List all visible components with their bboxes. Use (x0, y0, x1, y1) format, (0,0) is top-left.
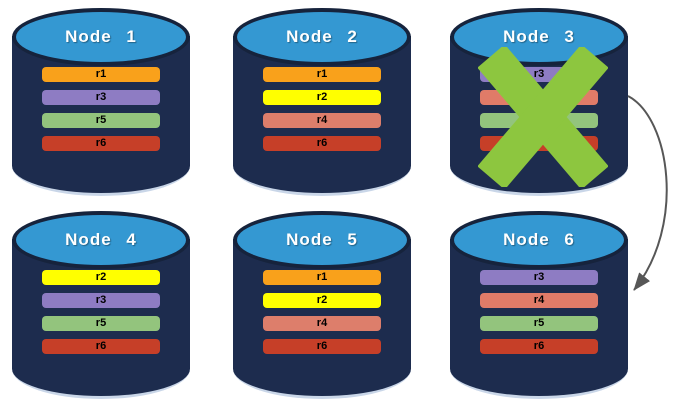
cylinder-top: Node 3 (450, 8, 628, 66)
replica-bar-list: r1 r2 r4 r6 (263, 270, 381, 354)
node-title: Node 4 (65, 230, 137, 249)
replica-bar: r5 (480, 316, 598, 331)
replica-bar: r5 (42, 113, 160, 128)
database-node-2: r1 r2 r4 r6 Node 2 (233, 8, 411, 196)
replica-bar (480, 136, 598, 151)
database-node-1: r1 r3 r5 r6 Node 1 (12, 8, 190, 196)
replica-bar-list: r1 r3 r5 r6 (42, 67, 160, 151)
database-node-3: r3 Node 3 (450, 8, 628, 196)
cylinder-top: Node 5 (233, 211, 411, 269)
database-node-6: r3 r4 r5 r6 Node 6 (450, 211, 628, 399)
cylinder-top: Node 1 (12, 8, 190, 66)
replica-bar: r1 (263, 270, 381, 285)
replica-bar: r2 (263, 90, 381, 105)
replica-bar: r6 (263, 339, 381, 354)
replica-bar: r2 (263, 293, 381, 308)
replica-bar-list: r3 (480, 67, 598, 151)
replica-bar-list: r3 r4 r5 r6 (480, 270, 598, 354)
database-node-5: r1 r2 r4 r6 Node 5 (233, 211, 411, 399)
node-title: Node 5 (286, 230, 358, 249)
arrow-curve (627, 95, 668, 291)
node-title: Node 1 (65, 27, 137, 46)
replica-bar (480, 90, 598, 105)
cylinder-top: Node 2 (233, 8, 411, 66)
node-title: Node 2 (286, 27, 358, 46)
node-title: Node 3 (503, 27, 575, 46)
node-title: Node 6 (503, 230, 575, 249)
replica-bar: r6 (42, 136, 160, 151)
replica-bar: r3 (480, 67, 598, 82)
replica-bar: r4 (480, 293, 598, 308)
replica-bar: r6 (263, 136, 381, 151)
replica-bar (480, 113, 598, 128)
replica-bar: r3 (480, 270, 598, 285)
replica-bar: r1 (263, 67, 381, 82)
replica-bar-list: r2 r3 r5 r6 (42, 270, 160, 354)
replica-bar: r1 (42, 67, 160, 82)
database-node-4: r2 r3 r5 r6 Node 4 (12, 211, 190, 399)
replica-bar: r4 (263, 316, 381, 331)
replica-bar: r3 (42, 293, 160, 308)
cylinder-top: Node 4 (12, 211, 190, 269)
replica-bar: r6 (480, 339, 598, 354)
replica-bar: r2 (42, 270, 160, 285)
replica-bar: r3 (42, 90, 160, 105)
replica-bar: r5 (42, 316, 160, 331)
replica-bar: r4 (263, 113, 381, 128)
replica-bar-list: r1 r2 r4 r6 (263, 67, 381, 151)
cylinder-top: Node 6 (450, 211, 628, 269)
replica-bar: r6 (42, 339, 160, 354)
